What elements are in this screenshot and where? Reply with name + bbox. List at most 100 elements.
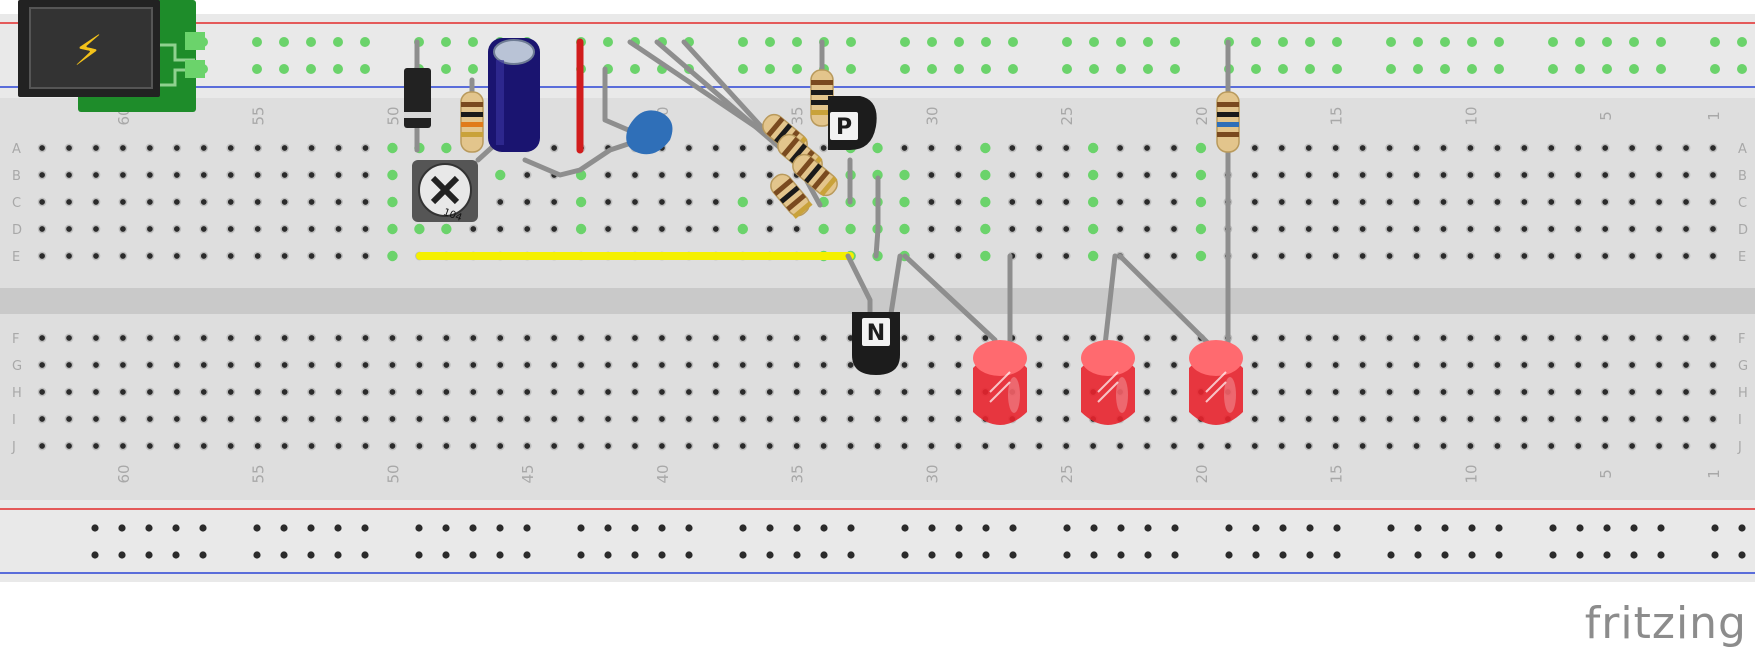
power-rail-hole	[1062, 37, 1072, 47]
power-rail-hole	[1062, 64, 1072, 74]
breadboard-hole	[1332, 388, 1339, 395]
breadboard-hole	[254, 144, 261, 151]
power-rail-hole	[846, 64, 856, 74]
breadboard-hole	[39, 334, 46, 341]
power-rail-hole	[1467, 64, 1477, 74]
breadboard-hole	[308, 388, 315, 395]
breadboard-hole	[1196, 170, 1206, 180]
power-rail-hole	[1495, 551, 1502, 558]
breadboard-hole	[1413, 198, 1420, 205]
power-rail-hole	[1710, 37, 1720, 47]
breadboard-hole	[1602, 144, 1609, 151]
power-rail-hole	[523, 524, 530, 531]
breadboard-hole	[899, 224, 909, 234]
breadboard-hole	[955, 415, 962, 422]
breadboard-hole	[578, 415, 585, 422]
power-rail-hole	[118, 524, 125, 531]
power-rail-hole	[1278, 64, 1288, 74]
breadboard-hole	[146, 252, 153, 259]
power-rail-hole	[982, 551, 989, 558]
breadboard-hole	[65, 361, 72, 368]
breadboard-hole	[1494, 225, 1501, 232]
power-rail-hole	[1603, 551, 1610, 558]
power-rail-hole	[1251, 37, 1261, 47]
breadboard-hole	[362, 225, 369, 232]
power-rail-hole	[496, 551, 503, 558]
breadboard-hole	[820, 442, 827, 449]
led-reflection	[1008, 377, 1020, 413]
power-rail-hole	[1575, 64, 1585, 74]
breadboard-hole	[1709, 415, 1716, 422]
breadboard-hole	[1278, 361, 1285, 368]
breadboard-hole	[1170, 388, 1177, 395]
breadboard-hole	[1251, 361, 1258, 368]
breadboard-hole	[685, 171, 692, 178]
power-rail-hole	[928, 551, 935, 558]
breadboard-hole	[1278, 225, 1285, 232]
power-rail-hole	[361, 524, 368, 531]
breadboard-hole	[1467, 388, 1474, 395]
power-rail-hole	[334, 551, 341, 558]
diode-band	[404, 112, 431, 118]
row-letter-right: D	[1738, 223, 1748, 238]
breadboard-hole	[200, 388, 207, 395]
breadboard-hole	[955, 388, 962, 395]
power-rail-hole	[441, 64, 451, 74]
breadboard-hole	[739, 415, 746, 422]
breadboard-hole	[685, 198, 692, 205]
breadboard-hole	[1278, 198, 1285, 205]
row-letter-right: I	[1738, 413, 1742, 428]
breadboard-hole	[793, 225, 800, 232]
power-rail-hole	[1549, 551, 1556, 558]
breadboard-hole	[928, 225, 935, 232]
breadboard-hole	[1494, 171, 1501, 178]
breadboard-hole	[65, 171, 72, 178]
column-label-bottom: 55	[250, 464, 268, 483]
breadboard-hole	[1548, 171, 1555, 178]
breadboard-hole	[1440, 361, 1447, 368]
breadboard-hole	[1036, 198, 1043, 205]
breadboard-hole	[173, 334, 180, 341]
breadboard-hole	[200, 334, 207, 341]
breadboard-hole	[1467, 198, 1474, 205]
power-rail-hole	[1252, 524, 1259, 531]
power-rail-hole	[685, 524, 692, 531]
breadboard-hole	[1386, 252, 1393, 259]
breadboard-hole	[1063, 144, 1070, 151]
breadboard-hole	[712, 415, 719, 422]
breadboard-hole	[1143, 415, 1150, 422]
breadboard-hole	[1359, 144, 1366, 151]
breadboard-hole	[604, 198, 611, 205]
power-rail-hole	[1603, 524, 1610, 531]
breadboard-hole	[470, 442, 477, 449]
breadboard-hole	[631, 442, 638, 449]
breadboard-hole	[146, 198, 153, 205]
row-letter-right: J	[1737, 440, 1742, 455]
breadboard-hole	[281, 442, 288, 449]
breadboard-hole	[899, 170, 909, 180]
breadboard-hole	[200, 144, 207, 151]
breadboard-hole	[739, 388, 746, 395]
breadboard-hole	[793, 388, 800, 395]
breadboard-hole	[1332, 442, 1339, 449]
breadboard-hole	[1521, 361, 1528, 368]
breadboard-hole	[1440, 252, 1447, 259]
power-rail-hole	[765, 37, 775, 47]
breadboard-hole	[227, 225, 234, 232]
power-rail-hole	[306, 64, 316, 74]
breadboard-hole	[928, 171, 935, 178]
breadboard-hole	[1117, 442, 1124, 449]
breadboard-hole	[845, 224, 855, 234]
breadboard-hole	[1009, 225, 1016, 232]
breadboard-hole	[362, 144, 369, 151]
breadboard-hole	[604, 361, 611, 368]
power-rail-hole	[469, 551, 476, 558]
breadboard-hole	[65, 442, 72, 449]
column-label-top: 15	[1328, 106, 1346, 125]
power-rail-hole	[1710, 64, 1720, 74]
power-rail-hole	[1171, 524, 1178, 531]
breadboard-hole	[1359, 198, 1366, 205]
breadboard-hole	[1629, 388, 1636, 395]
breadboard-hole	[146, 334, 153, 341]
breadboard-hole	[1521, 415, 1528, 422]
